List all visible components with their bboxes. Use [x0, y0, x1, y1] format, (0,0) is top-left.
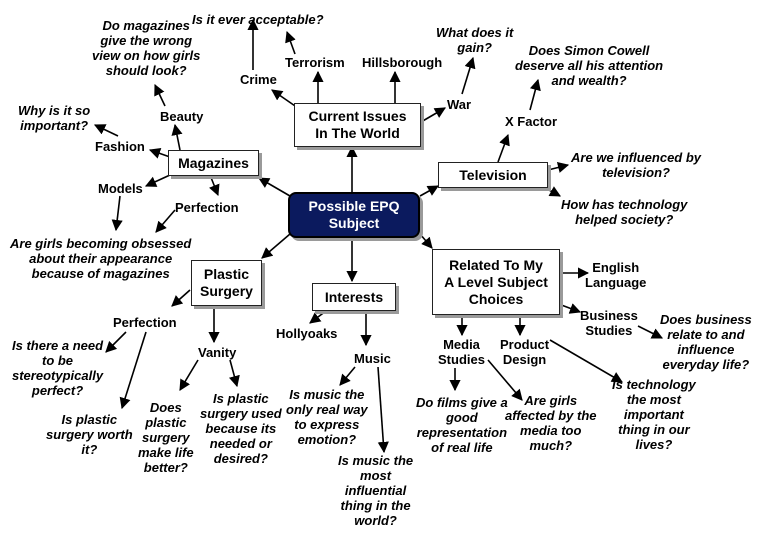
question-music-most-influential: Is music the most influential thing in t… — [338, 453, 414, 528]
arrow-perfection-worth — [119, 331, 147, 410]
question-technology-helped: How has technology helped society? — [561, 197, 688, 227]
topic-television: Television — [438, 162, 548, 188]
question-magazines-wrong-view: Do magazines give the wrong view on how … — [92, 18, 201, 78]
arrow-ci-crime — [271, 89, 299, 109]
label-business-studies: Business Studies — [580, 308, 638, 338]
arrow-central-related — [419, 233, 433, 249]
arrow-central-plastic — [261, 233, 291, 259]
label-war: War — [447, 97, 472, 112]
arrow-war-gain — [461, 56, 476, 95]
arrow-central-magazines — [258, 177, 291, 197]
arrow-music-influential — [377, 366, 389, 454]
label-hollyoaks: Hollyoaks — [276, 326, 338, 341]
arrow-product-tech — [549, 339, 623, 383]
question-girls-obsessed: Are girls becoming obsessed about their … — [10, 236, 192, 281]
label-terrorism: Terrorism — [285, 55, 345, 70]
question-why-so-important: Why is it so important? — [18, 103, 91, 133]
arrow-vanity-better — [179, 359, 199, 391]
arrow-tv-xfactor — [497, 133, 510, 163]
label-beauty: Beauty — [160, 109, 204, 124]
label-vanity: Vanity — [198, 345, 237, 360]
question-plastic-surgery-needed: Is plastic surgery used because its need… — [200, 391, 282, 466]
label-x-factor: X Factor — [505, 114, 558, 129]
arrow-central-television — [419, 185, 439, 197]
label-perfection-magazines: Perfection — [175, 200, 239, 215]
label-product-design: Product Design — [500, 337, 550, 367]
question-plastic-surgery-worth: Is plastic surgery worth it? — [46, 412, 133, 457]
arrow-mag-beauty — [171, 123, 183, 151]
label-fashion: Fashion — [95, 139, 145, 154]
arrow-business-relate — [637, 325, 664, 339]
question-music-express-emotion: Is music the only real way to express em… — [286, 387, 368, 447]
label-music: Music — [354, 351, 391, 366]
question-plastic-surgery-better: Does plastic surgery make life better? — [138, 400, 194, 475]
topic-plastic-surgery: Plastic Surgery — [191, 260, 262, 306]
arrow-perfection-need — [105, 331, 127, 353]
question-what-does-it-gain: What does it gain? — [436, 25, 514, 55]
arrow-vanity-needed — [228, 359, 240, 388]
question-business-relate: Does business relate to and influence ev… — [660, 312, 752, 372]
label-models: Models — [98, 181, 143, 196]
arrow-mag-perfection — [209, 174, 220, 197]
question-simon-cowell: Does Simon Cowell deserve all his attent… — [515, 43, 664, 88]
topic-related-a-level: Related To My A Level Subject Choices — [432, 249, 560, 315]
question-technology-most-important: Is technology the most important thing i… — [612, 377, 696, 452]
arrow-mag-models — [144, 174, 171, 187]
arrow-music-express — [339, 366, 356, 386]
topic-magazines: Magazines — [168, 150, 259, 176]
label-hillsborough: Hillsborough — [362, 55, 443, 70]
arrow-tv-influenced — [547, 162, 570, 173]
question-girls-affected-by-media: Are girls affected by the media too much… — [505, 393, 597, 453]
arrow-int-hollyoaks — [309, 310, 327, 324]
label-english-language: English Language — [585, 260, 647, 290]
topic-current-issues: Current Issues In The World — [294, 103, 421, 147]
arrow-ci-war — [420, 107, 446, 123]
arrow-mag-fashion — [148, 148, 171, 159]
arrow-xfactor-cowell — [529, 78, 541, 111]
topic-interests: Interests — [312, 283, 396, 311]
arrow-beauty-wrong — [154, 83, 166, 107]
arrow-media-girls — [487, 359, 523, 401]
arrow-models-obsessed — [111, 195, 123, 232]
label-media-studies: Media Studies — [438, 337, 485, 367]
label-perfection-plastic: Perfection — [113, 315, 177, 330]
arrow-ps-perfection — [171, 289, 191, 307]
question-films-real-life: Do films give a good representation of r… — [416, 395, 508, 455]
central-topic-possible-epq-subject: Possible EPQ Subject — [288, 192, 420, 238]
question-ever-acceptable: Is it ever acceptable? — [192, 12, 324, 27]
arrow-fashion-important — [93, 124, 119, 137]
question-need-to-be-perfect: Is there a need to be stereotypically pe… — [12, 338, 104, 398]
arrow-perfection-obsessed — [155, 209, 176, 233]
label-crime: Crime — [240, 72, 277, 87]
arrow-terrorism-acceptable — [285, 30, 296, 55]
question-influenced-by-tv: Are we influenced by television? — [571, 150, 702, 180]
